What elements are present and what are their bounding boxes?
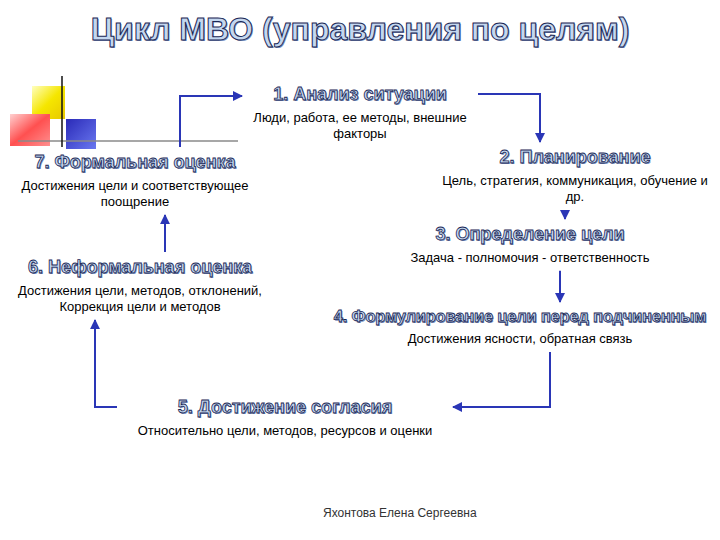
step-heading: 4. Формулирование цели перед подчиненным <box>327 307 713 327</box>
step-node: 5. Достижение согласияОтносительно цели,… <box>120 395 450 441</box>
step-description: Достижения ясности, обратная связь <box>327 331 713 347</box>
blue-square <box>66 119 96 149</box>
step-heading: 7. Формальная оценка <box>12 152 258 174</box>
step-heading: 1. Анализ ситуации <box>247 84 473 106</box>
diagram-title: Цикл МВО (управления по целям) <box>0 10 720 48</box>
flow-arrow <box>564 210 566 219</box>
rule-line <box>18 140 238 142</box>
step-description: Люди, работа, ее методы, внешние факторы <box>247 110 473 143</box>
footer-note: Яхонтова Елена Сергеевна <box>323 506 477 520</box>
step-node: 2. ПланированиеЦель, стратегия, коммуник… <box>440 145 710 207</box>
flow-arrow <box>478 94 540 142</box>
step-node: 4. Формулирование цели перед подчиненным… <box>325 305 715 349</box>
step-heading: 3. Определение цели <box>362 224 698 246</box>
step-node: 3. Определение целиЗадача - полномочия -… <box>360 222 700 268</box>
step-description: Достижения цели, методов, отклонений, Ко… <box>17 283 263 316</box>
step-heading: 6. Неформальная оценка <box>17 257 263 279</box>
flow-arrow <box>95 320 117 407</box>
step-description: Относительно цели, методов, ресурсов и о… <box>122 423 448 439</box>
step-node: 1. Анализ ситуацииЛюди, работа, ее метод… <box>245 82 475 144</box>
step-node: 6. Неформальная оценкаДостижения цели, м… <box>15 255 265 317</box>
flow-arrow <box>180 96 242 147</box>
step-description: Задача - полномочия - ответственность <box>362 250 698 266</box>
step-description: Достижения цели и соответствующее поощре… <box>12 178 258 211</box>
flow-arrow <box>559 271 561 302</box>
flow-arrow <box>453 352 550 407</box>
step-description: Цель, стратегия, коммуникация, обучение … <box>442 173 708 206</box>
step-heading: 2. Планирование <box>442 147 708 169</box>
rule-line <box>61 76 63 147</box>
step-heading: 5. Достижение согласия <box>122 397 448 419</box>
flow-arrow <box>164 215 166 252</box>
step-node: 7. Формальная оценкаДостижения цели и со… <box>10 150 260 212</box>
